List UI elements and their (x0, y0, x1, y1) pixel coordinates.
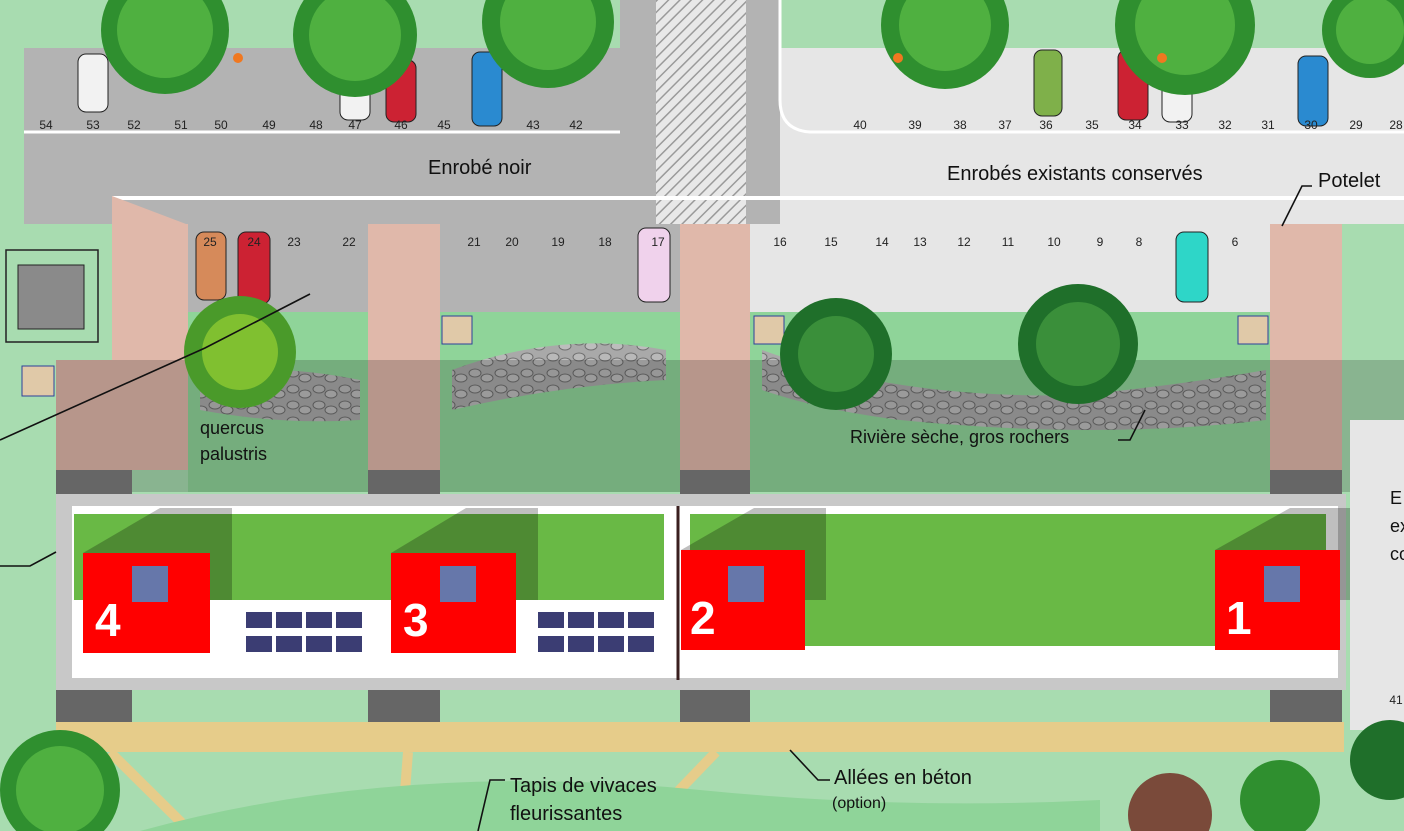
solar-panels-left (246, 612, 362, 652)
space-number: 19 (551, 235, 565, 249)
road-curb-right (778, 0, 1404, 134)
label-right-edge-num: 41 (1389, 693, 1403, 707)
building-number-3: 3 (403, 594, 429, 646)
building-volume-3: 3 (391, 508, 538, 653)
label-enrobes-existants: Enrobés existants conservés (947, 163, 1203, 185)
pink-path-4 (1270, 224, 1342, 470)
space-number: 22 (342, 235, 356, 249)
space-number: 35 (1085, 118, 1099, 132)
space-number: 21 (467, 235, 481, 249)
concrete-walkway (56, 722, 1344, 752)
label-tapis-vivaces: Tapis de vivaces (510, 775, 657, 797)
space-number: 45 (437, 118, 451, 132)
space-number: 34 (1128, 118, 1142, 132)
label-potelet: Potelet (1318, 170, 1381, 192)
space-number: 13 (913, 235, 927, 249)
space-number: 46 (394, 118, 408, 132)
space-number: 39 (908, 118, 922, 132)
pedestrian-crossing (656, 0, 746, 224)
bollard-icons (233, 53, 1167, 63)
label-palustris: palustris (200, 444, 267, 464)
lower-plinth-2 (368, 690, 440, 722)
label-option: (option) (832, 795, 886, 812)
leader-lines (0, 185, 1312, 831)
utility-building (17, 264, 85, 330)
lower-plinth-3 (680, 690, 750, 722)
building-volume-2: 2 (681, 508, 826, 650)
space-number: 53 (86, 118, 100, 132)
space-number: 24 (247, 235, 261, 249)
space-number: 18 (598, 235, 612, 249)
solar-panels-right (538, 612, 654, 652)
space-number: 9 (1097, 235, 1104, 249)
building-number-4: 4 (95, 594, 121, 646)
utility-enclosure (5, 249, 99, 343)
space-number: 25 (203, 235, 217, 249)
lower-plinth-1 (56, 690, 132, 722)
label-right-edge-2: ex (1390, 516, 1404, 536)
plinth-2 (368, 470, 440, 494)
space-number: 38 (953, 118, 967, 132)
lower-plinth-4 (1270, 690, 1342, 722)
space-number: 36 (1039, 118, 1053, 132)
pink-path-3 (680, 224, 750, 470)
space-number: 14 (875, 235, 889, 249)
space-number: 42 (569, 118, 583, 132)
space-number: 54 (39, 118, 53, 132)
label-right-edge-3: co (1390, 544, 1404, 564)
right-existing-pavement (1350, 420, 1404, 730)
space-number: 28 (1389, 118, 1403, 132)
space-number: 8 (1136, 235, 1143, 249)
space-number: 40 (853, 118, 867, 132)
plinth-1 (56, 470, 132, 494)
label-right-edge-1: E (1390, 488, 1402, 508)
space-number: 32 (1218, 118, 1232, 132)
pink-path-1 (112, 224, 188, 470)
building-number-2: 2 (690, 592, 716, 644)
space-number: 50 (214, 118, 228, 132)
middle-row-numbers: 25 24 23 22 21 20 19 18 17 16 15 14 13 1… (203, 235, 1238, 249)
space-number: 43 (526, 118, 540, 132)
space-number: 33 (1175, 118, 1189, 132)
building-volume-4: 4 (83, 508, 232, 653)
space-number: 47 (348, 118, 362, 132)
space-number: 37 (998, 118, 1012, 132)
space-number: 12 (957, 235, 971, 249)
label-allees-beton: Allées en béton (834, 767, 972, 789)
space-number: 30 (1304, 118, 1318, 132)
building-number-1: 1 (1226, 592, 1252, 644)
space-number: 11 (1002, 235, 1015, 249)
space-number: 10 (1047, 235, 1061, 249)
dry-river-b (452, 343, 666, 410)
label-fleurissantes: fleurissantes (510, 803, 622, 825)
space-number: 52 (127, 118, 141, 132)
space-number: 23 (287, 235, 301, 249)
top-band-white-line (112, 196, 1404, 200)
building-volume-1: 1 (1215, 508, 1362, 650)
dry-river-c (762, 350, 1266, 430)
plinth-3 (680, 470, 750, 494)
space-number: 29 (1349, 118, 1363, 132)
space-number: 48 (309, 118, 323, 132)
space-number: 15 (824, 235, 838, 249)
space-number: 31 (1261, 118, 1275, 132)
label-quercus: quercus (200, 418, 264, 438)
label-enrobe-noir: Enrobé noir (428, 157, 532, 179)
plinth-4 (1270, 470, 1342, 494)
pink-path-2 (368, 224, 440, 470)
space-number: 49 (262, 118, 276, 132)
top-row-numbers: 54 53 52 51 50 49 48 47 46 45 43 42 40 3… (39, 118, 1403, 132)
space-number: 16 (773, 235, 787, 249)
space-number: 17 (651, 235, 665, 249)
flower-bed (140, 781, 1100, 831)
space-number: 6 (1232, 235, 1239, 249)
bike-rack-icons (21, 315, 1269, 397)
space-number: 20 (505, 235, 519, 249)
label-riviere-seche: Rivière sèche, gros rochers (850, 427, 1069, 447)
space-number: 51 (174, 118, 188, 132)
